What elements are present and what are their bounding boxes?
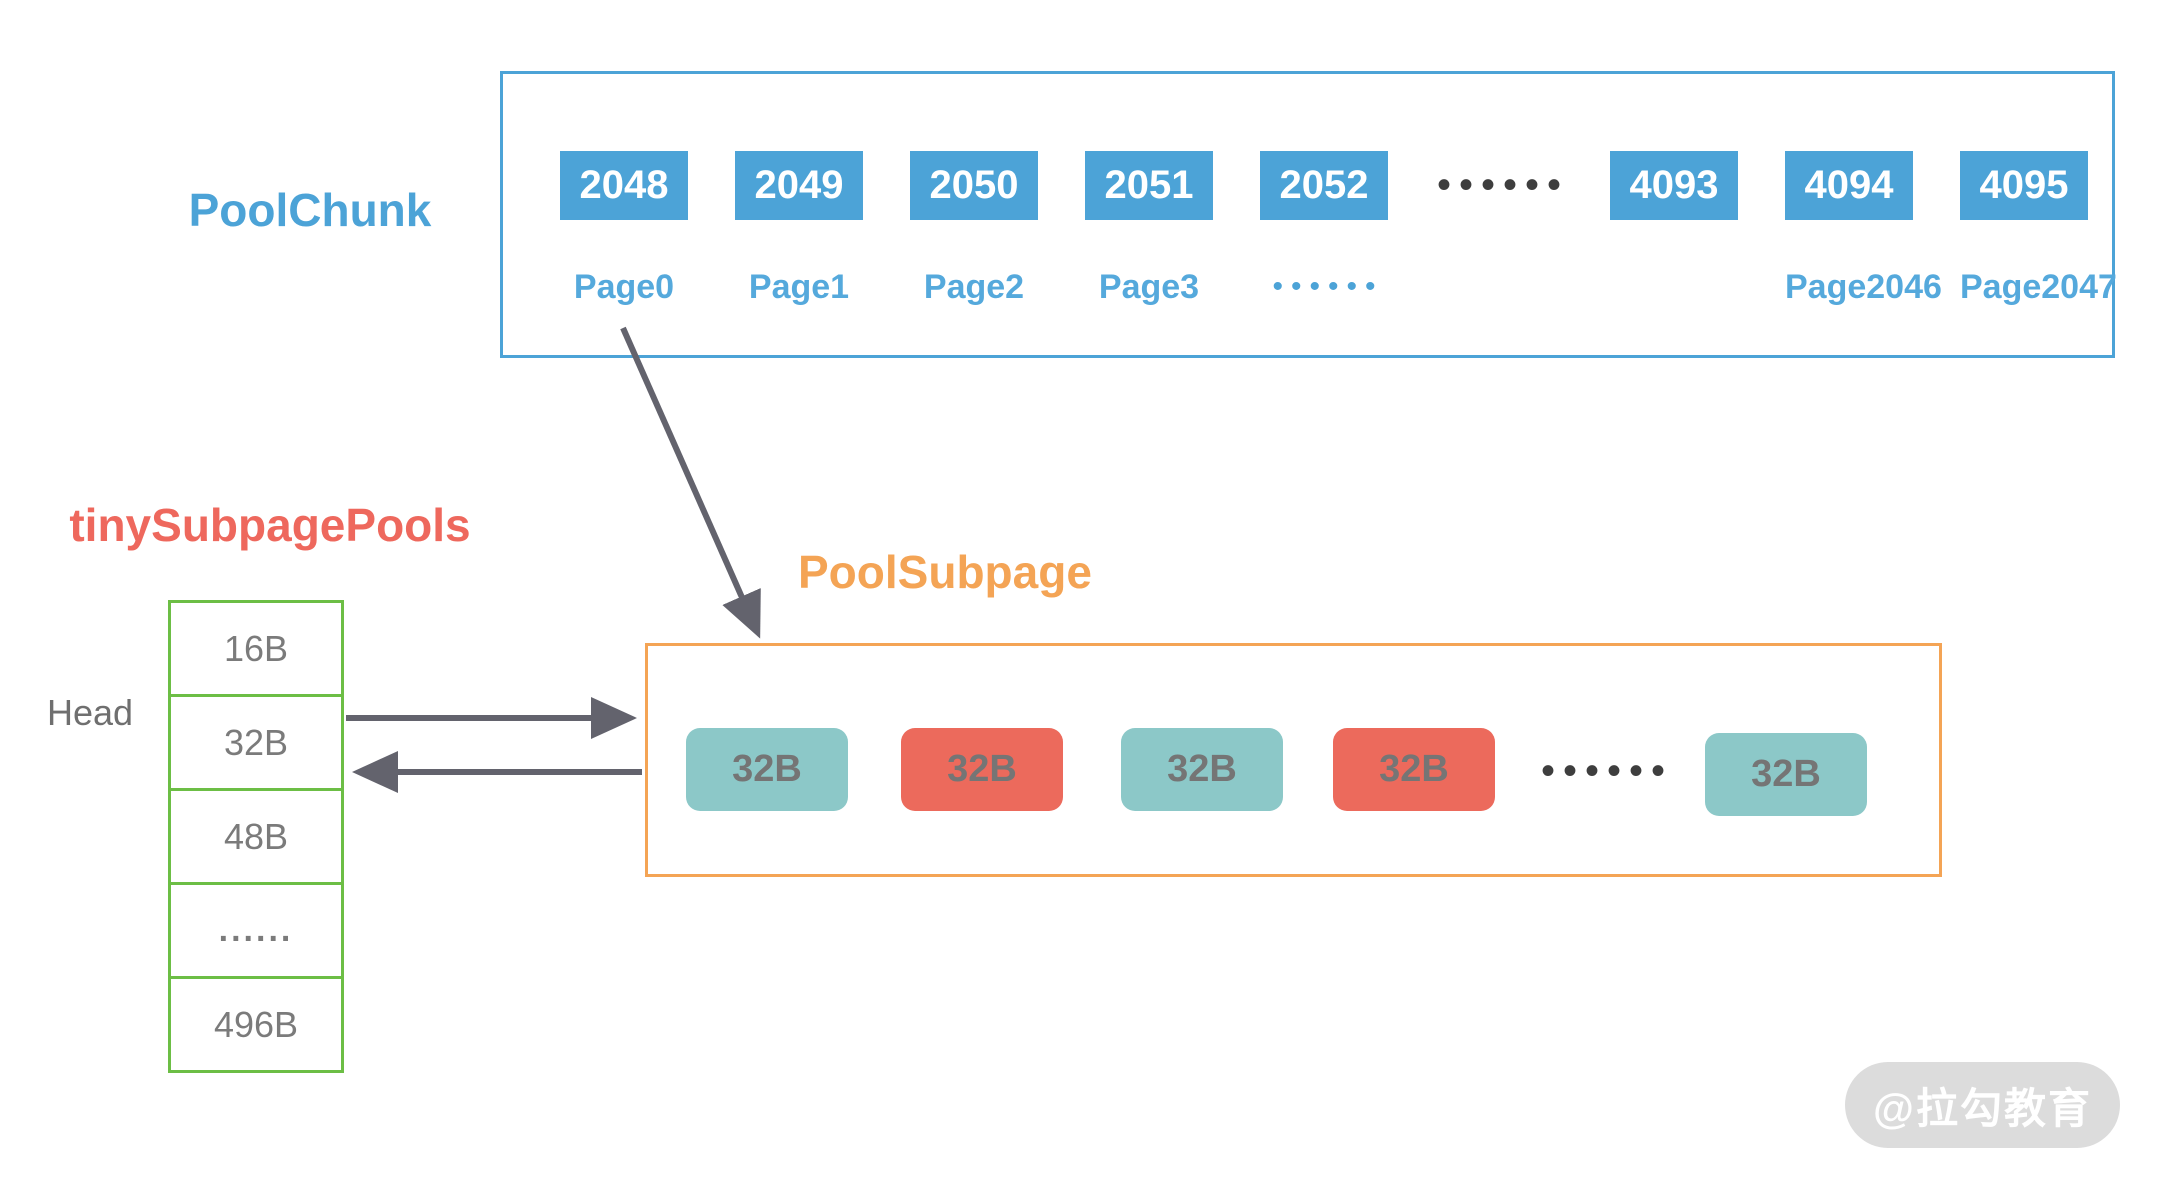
page-number-cell: 4094 <box>1785 151 1913 220</box>
page-number-cell: 2048 <box>560 151 688 220</box>
poolchunk-title: PoolChunk <box>188 184 432 236</box>
table-row-ellipsis: ...... <box>168 882 344 979</box>
ellipsis-dots-icon: •••••• <box>1272 270 1384 303</box>
subpage-block-used: 32B <box>1333 728 1495 811</box>
poolchunk-box: 2048 2049 2050 2051 2052 •••••• 4093 409… <box>500 71 2117 358</box>
page-number-cell: 4095 <box>1960 151 2088 220</box>
table-row: 496B <box>168 976 344 1073</box>
tinysubpagepools-table: 16B 32B 48B ...... 496B <box>168 600 344 1073</box>
page-label: Page1 <box>748 268 850 306</box>
tinysubpagepools-title: tinySubpagePools <box>69 499 471 551</box>
page-label <box>1435 265 1563 309</box>
table-row: 48B <box>168 788 344 885</box>
ellipsis-dots-icon: •••••• <box>1540 749 1674 793</box>
table-row: 32B <box>168 694 344 791</box>
page-label: Page2047 <box>1960 268 2117 306</box>
page-number-cell: 2051 <box>1085 151 1213 220</box>
page-label <box>1610 265 1738 309</box>
subpage-block-free: 32B <box>686 728 848 811</box>
page-number-cell: 2050 <box>910 151 1038 220</box>
page-label: Page2046 <box>1785 268 1942 306</box>
poolsubpage-box: 32B 32B 32B 32B •••••• 32B <box>645 643 1942 877</box>
page-label: Page3 <box>1098 268 1200 306</box>
page-label: Page0 <box>573 268 675 306</box>
subpage-block-free: 32B <box>1121 728 1283 811</box>
page-number-cell: 2049 <box>735 151 863 220</box>
page-number-row: 2048 2049 2050 2051 2052 •••••• 4093 409… <box>560 151 2135 220</box>
head-label: Head <box>46 692 134 733</box>
table-row: 16B <box>168 600 344 697</box>
page0-to-subpage-arrow <box>620 326 761 639</box>
page-label-row: Page0 Page1 Page2 Page3 •••••• Page2046 … <box>560 265 2135 309</box>
poolsubpage-title: PoolSubpage <box>798 546 1092 598</box>
ellipsis-dots-icon: •••••• <box>1436 163 1570 207</box>
page-number-cell: 2052 <box>1260 151 1388 220</box>
subpage-block-used: 32B <box>901 728 1063 811</box>
watermark-badge: @拉勾教育 <box>1845 1062 2120 1148</box>
page-label: Page2 <box>923 268 1025 306</box>
page-number-cell: 4093 <box>1610 151 1738 220</box>
subpage-block-free: 32B <box>1705 733 1867 816</box>
